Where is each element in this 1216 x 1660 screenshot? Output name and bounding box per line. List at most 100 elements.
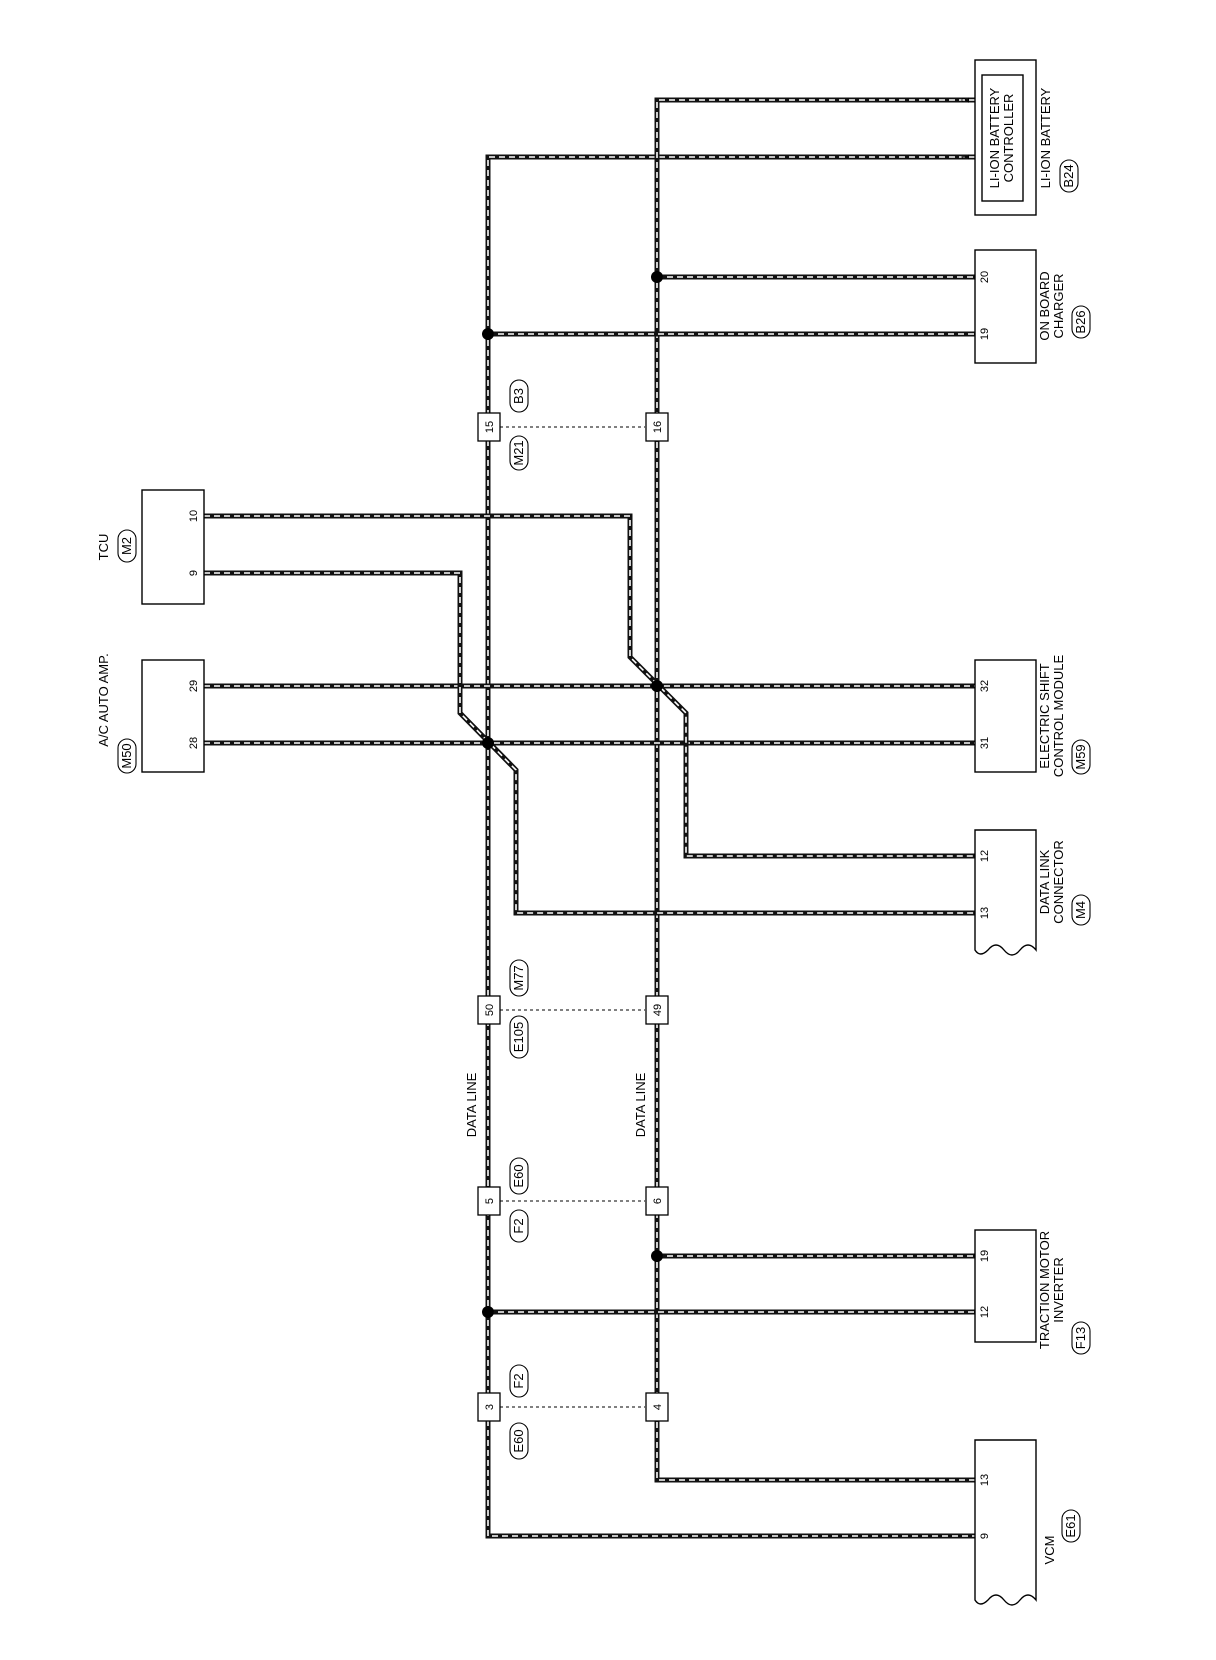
controller-line1: LI-ION BATTERY — [987, 87, 1002, 188]
splice-dot — [482, 328, 494, 340]
connector-id: F13 — [1073, 1327, 1088, 1349]
pin-label: 32 — [979, 680, 991, 692]
tcu-box — [141, 489, 205, 605]
joint-pin-box — [477, 1186, 501, 1216]
connector-badge — [1071, 1321, 1091, 1355]
connector-id: E61 — [1063, 1514, 1078, 1537]
connector-badge — [509, 959, 529, 997]
traction-inverter-box — [974, 1229, 1037, 1343]
connector-id: M21 — [511, 440, 526, 465]
joint-pin-box — [477, 995, 501, 1025]
joint-pin-label: 5 — [484, 1198, 496, 1204]
joint-pin-label: 16 — [652, 421, 664, 433]
pin-label: 9 — [188, 570, 200, 576]
pin-label: 28 — [188, 737, 200, 749]
electric-shift-component: ELECTRIC SHIFT CONTROL MODULE M59 31 32 — [974, 655, 1091, 777]
connector-badge — [509, 379, 529, 413]
joint-pin-box — [645, 412, 669, 442]
pin-label: 12 — [979, 850, 991, 862]
controller-line2: CONTROLLER — [1001, 94, 1016, 183]
splice-dot — [482, 737, 494, 749]
wire-harness — [204, 97, 975, 1539]
wire-stripe — [204, 515, 975, 857]
connector-id: M4 — [1073, 901, 1088, 919]
joint-pin-label: 49 — [652, 1004, 664, 1016]
wire-stripe — [656, 99, 975, 1481]
pin-label: 13 — [979, 1474, 991, 1486]
on-board-charger-component: ON BOARD CHARGER B26 20 19 — [974, 249, 1091, 364]
splice-dot — [651, 1250, 663, 1262]
li-ion-battery-component: LI-ION BATTERY CONTROLLER LI-ION BATTERY… — [960, 59, 1079, 216]
tcu-component: TCU M2 9 10 — [96, 489, 205, 605]
joint-pin-label: 3 — [484, 1404, 496, 1410]
wire-stripe — [487, 156, 975, 1537]
wire — [485, 154, 975, 1539]
joint-connector-m21-b3: 15 16 M21 B3 — [477, 379, 669, 471]
connector-badge — [509, 1422, 529, 1460]
connector-badge — [117, 738, 137, 774]
inverter-line1: TRACTION MOTOR — [1037, 1231, 1052, 1349]
pin-label: 19 — [979, 1250, 991, 1262]
pin-label: 29 — [188, 680, 200, 692]
tcu-label: TCU — [96, 534, 111, 561]
connector-id: B24 — [1061, 164, 1076, 187]
pin-label: 20 — [979, 271, 991, 283]
charger-line2: CHARGER — [1051, 273, 1066, 338]
splice-dot — [651, 680, 663, 692]
wire — [654, 97, 975, 1483]
joint-pin-label: 4 — [652, 1404, 664, 1410]
on-board-charger-box — [974, 249, 1037, 364]
traction-inverter-component: TRACTION MOTOR INVERTER F13 12 19 — [974, 1229, 1091, 1355]
connector-badge — [1071, 894, 1091, 926]
data-link-line2: CONNECTOR — [1051, 840, 1066, 924]
data-link-connector-box — [974, 829, 1037, 956]
li-ion-battery-label: LI-ION BATTERY — [1038, 87, 1053, 188]
connector-badge — [1071, 305, 1091, 339]
connector-id: M2 — [119, 537, 134, 555]
charger-line1: ON BOARD — [1037, 271, 1052, 340]
joint-pin-box — [477, 412, 501, 442]
pin-label: 31 — [979, 737, 991, 749]
data-link-line1: DATA LINK — [1037, 849, 1052, 914]
joint-pin-box — [645, 995, 669, 1025]
pin-label: 10 — [188, 510, 200, 522]
joint-pin-box — [477, 1392, 501, 1422]
vcm-box — [974, 1439, 1037, 1606]
pin-label: 13 — [979, 907, 991, 919]
pin-label: 12 — [979, 1306, 991, 1318]
splice-dot — [482, 1306, 494, 1318]
connector-id: M77 — [511, 965, 526, 990]
connector-id: E60 — [511, 1429, 526, 1452]
electric-shift-box — [974, 659, 1037, 773]
pin-label: 9 — [979, 1533, 991, 1539]
connector-badge — [509, 1209, 529, 1243]
pin-label: 1 — [960, 154, 972, 160]
connector-id: B26 — [1073, 310, 1088, 333]
ac-auto-amp-box — [141, 659, 205, 773]
joint-pin-label: 50 — [484, 1004, 496, 1016]
connector-badge — [117, 529, 137, 563]
joint-connector-e105-m77: 50 49 E105 M77 — [477, 959, 669, 1059]
data-line-label: DATA LINE — [633, 1072, 648, 1137]
data-link-connector-component: DATA LINK CONNECTOR M4 12 13 — [974, 829, 1091, 956]
connector-id: E60 — [511, 1164, 526, 1187]
data-line-label: DATA LINE — [464, 1072, 479, 1137]
li-ion-battery-controller-box — [981, 74, 1024, 202]
pin-label: 19 — [979, 328, 991, 340]
inverter-line2: INVERTER — [1051, 1257, 1066, 1323]
ac-auto-amp-component: A/C AUTO AMP. M50 28 29 — [96, 653, 205, 774]
joint-connector-e60-f2: 3 4 E60 F2 — [477, 1364, 669, 1460]
joint-pin-box — [645, 1392, 669, 1422]
connector-id: B3 — [511, 388, 526, 404]
joint-pin-label: 15 — [484, 421, 496, 433]
splice-points — [482, 271, 663, 1318]
connector-id: M50 — [119, 743, 134, 768]
connector-badge — [1061, 1509, 1081, 1543]
connector-badge — [509, 1157, 529, 1195]
connector-badge — [509, 435, 529, 471]
connector-badge — [509, 1364, 529, 1398]
connector-id: E105 — [511, 1022, 526, 1052]
splice-dot — [651, 271, 663, 283]
ac-auto-amp-label: A/C AUTO AMP. — [96, 653, 111, 746]
